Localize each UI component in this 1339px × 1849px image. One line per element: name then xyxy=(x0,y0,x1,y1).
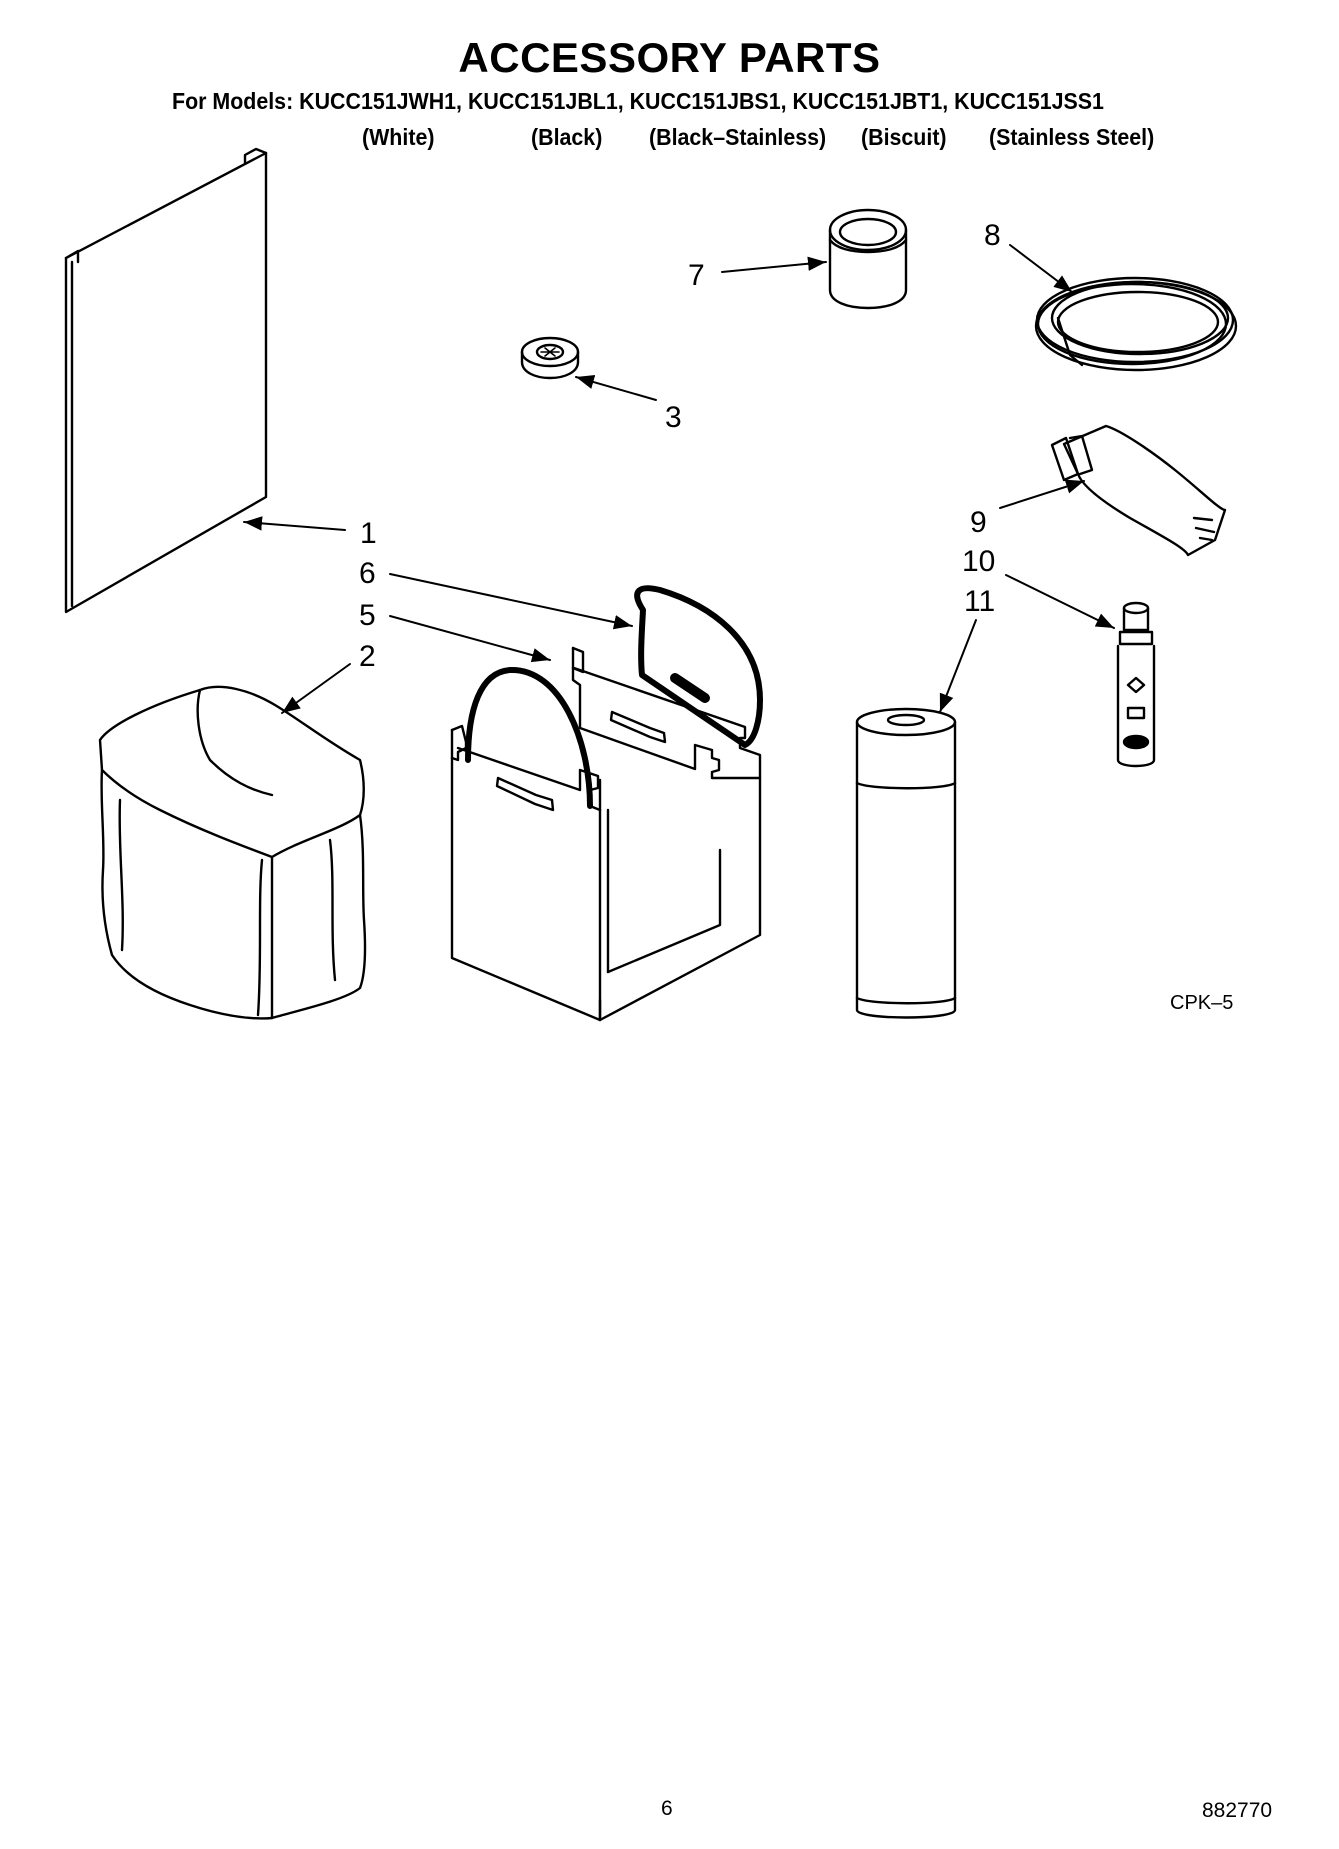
callout-11: 11 xyxy=(964,585,995,618)
page-number: 6 xyxy=(661,1797,673,1820)
grease-tube-part xyxy=(1050,424,1227,557)
color-black-stainless: (Black–Stainless) xyxy=(649,124,827,150)
callout-7: 7 xyxy=(688,259,705,292)
leader-lines xyxy=(243,244,1115,714)
panel-part xyxy=(64,147,268,614)
callout-1: 1 xyxy=(360,517,377,550)
container-part xyxy=(828,208,908,310)
callout-labels: 1 2 3 5 6 7 8 9 10 11 xyxy=(359,219,1001,673)
color-black: (Black) xyxy=(531,124,603,150)
callout-10: 10 xyxy=(962,545,995,578)
color-biscuit: (Biscuit) xyxy=(861,124,947,150)
callout-6: 6 xyxy=(359,557,376,590)
aerosol-can-part xyxy=(855,707,957,1019)
color-stainless-steel: (Stainless Steel) xyxy=(989,124,1155,150)
callout-2: 2 xyxy=(359,640,376,673)
dropper-bottle-part xyxy=(1116,601,1156,768)
callout-3: 3 xyxy=(665,401,682,434)
figure-code: CPK–5 xyxy=(1170,992,1234,1014)
callout-9: 9 xyxy=(970,506,987,539)
callout-5: 5 xyxy=(359,599,376,632)
coiled-tube-part xyxy=(1034,276,1238,372)
page-title: ACCESSORY PARTS xyxy=(458,34,881,81)
models-line: For Models: KUCC151JWH1, KUCC151JBL1, KU… xyxy=(172,88,1104,114)
bag-holder-part xyxy=(450,646,762,1022)
color-white: (White) xyxy=(362,124,435,150)
handle-part xyxy=(634,585,763,748)
callout-8: 8 xyxy=(984,219,1001,252)
document-number: 882770 xyxy=(1202,1799,1273,1822)
cap-part xyxy=(520,336,580,380)
bag-part xyxy=(98,685,367,1020)
